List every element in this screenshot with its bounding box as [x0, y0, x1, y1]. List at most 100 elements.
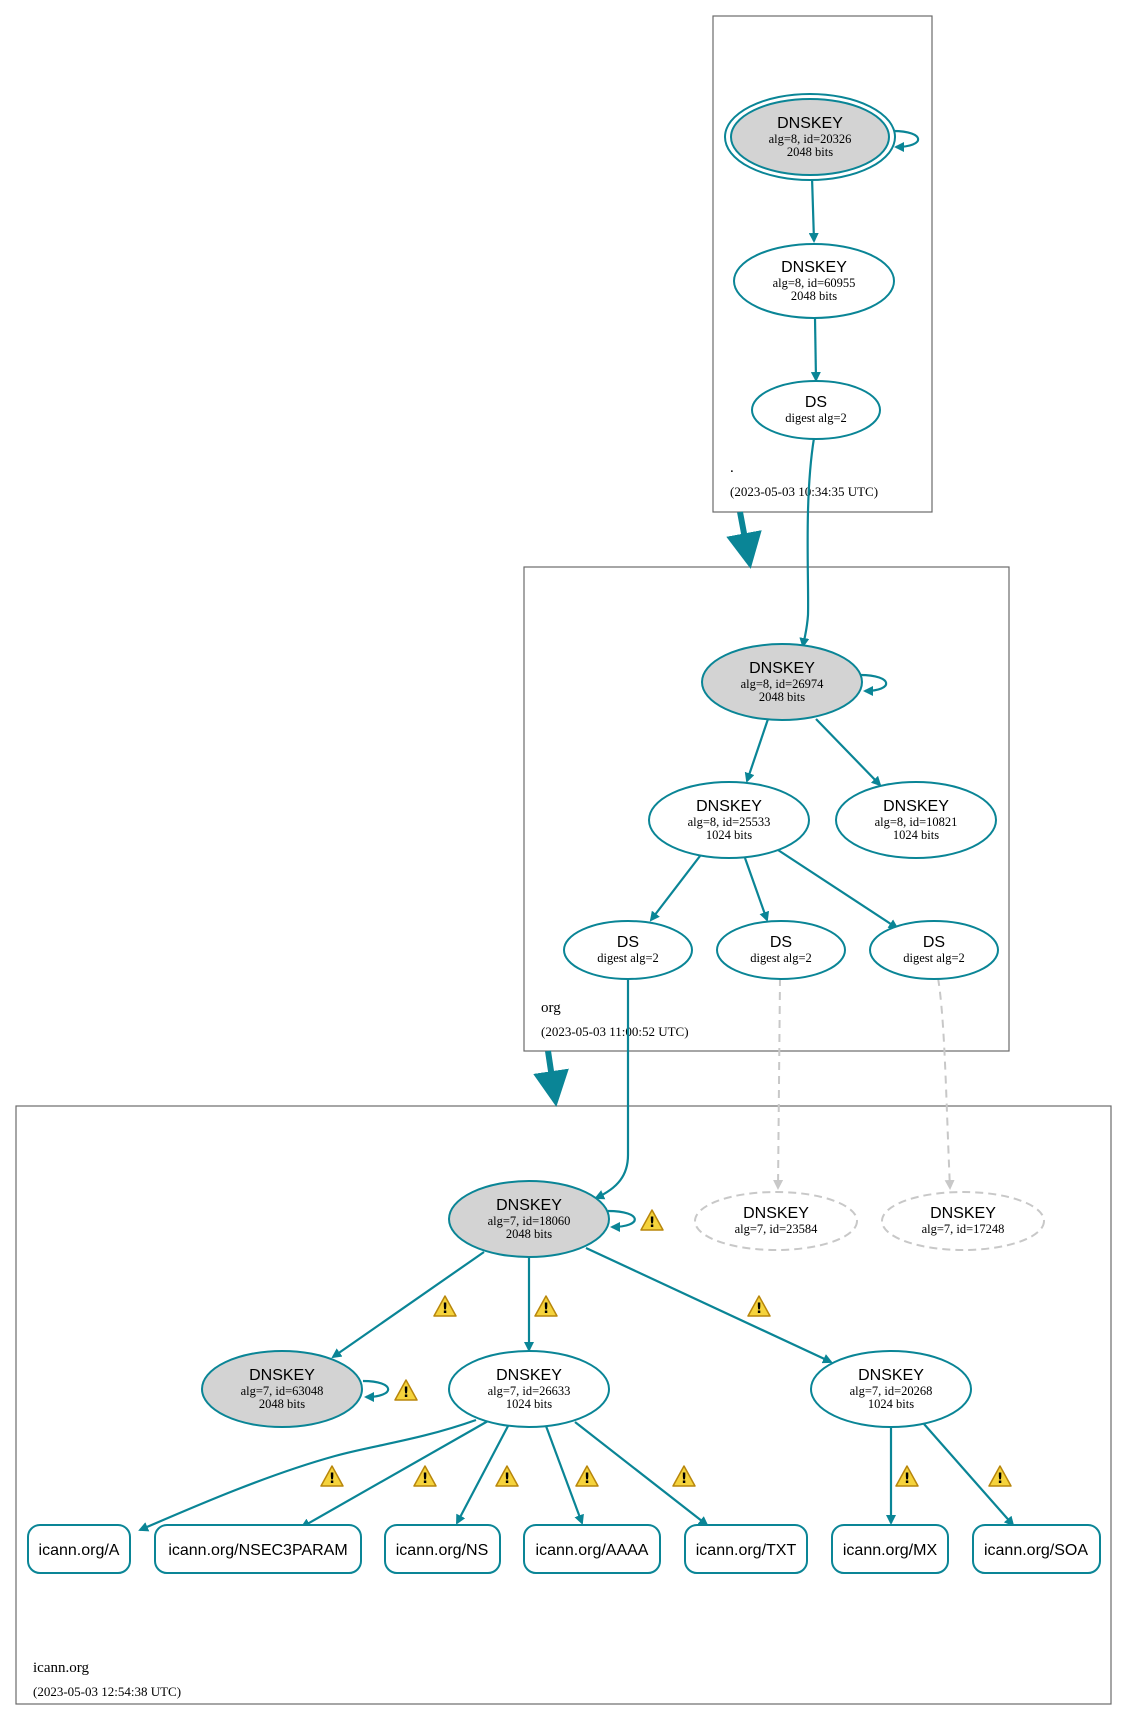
warning-icon[interactable]: !	[433, 1295, 457, 1317]
edge-org-zsk1-ds1	[649, 855, 701, 922]
warning-icon[interactable]: !	[575, 1465, 599, 1487]
warning-icon[interactable]: !	[640, 1209, 664, 1231]
warning-icon[interactable]: !	[394, 1379, 418, 1401]
warning-icon[interactable]: !	[895, 1465, 919, 1487]
zone-org-name: org	[541, 1000, 561, 1016]
node-detail: 2048 bits	[259, 1397, 305, 1411]
edge-root-ds-org-ksk	[799, 437, 816, 648]
node-detail: alg=7, id=18060	[488, 1214, 571, 1228]
node-org-ds2[interactable]: DS digest alg=2	[716, 920, 846, 980]
rrset-label: icann.org/NSEC3PARAM	[168, 1542, 347, 1559]
zone-root-name: .	[730, 460, 734, 476]
node-detail: alg=7, id=26633	[488, 1384, 571, 1398]
node-org-zsk2[interactable]: DNSKEY alg=8, id=10821 1024 bits	[835, 781, 997, 859]
node-title: DS	[805, 394, 827, 411]
delegation-arrow-root-org	[726, 511, 762, 569]
node-org-ksk[interactable]: DNSKEY alg=8, id=26974 2048 bits	[701, 643, 863, 721]
node-detail: 1024 bits	[893, 828, 939, 842]
warning-icon[interactable]: !	[413, 1465, 437, 1487]
warning-icon-mark: !	[403, 1385, 409, 1401]
edge-org-ksk-zsk2	[815, 718, 882, 787]
edge-org-ds3-missing2	[937, 977, 955, 1190]
edge-org-zsk1-ds3	[777, 849, 899, 930]
edge-icann-ksk-ksk2	[331, 1251, 485, 1359]
node-detail: alg=8, id=20326	[769, 132, 852, 146]
warning-icon-mark: !	[756, 1301, 762, 1317]
node-detail: digest alg=2	[903, 951, 965, 965]
edge-org-ds1-icann-ksk	[594, 978, 630, 1200]
edge-org-ds2-missing1	[773, 977, 784, 1190]
node-org-ds1[interactable]: DS digest alg=2	[563, 920, 693, 980]
rrset-soa[interactable]: icann.org/SOA	[972, 1524, 1101, 1574]
node-detail: 1024 bits	[706, 828, 752, 842]
node-detail: digest alg=2	[785, 411, 847, 425]
warning-icon[interactable]: !	[320, 1465, 344, 1487]
node-root-zsk[interactable]: DNSKEY alg=8, id=60955 2048 bits	[733, 243, 895, 319]
node-title: DS	[923, 934, 945, 951]
node-icann-ksk2[interactable]: DNSKEY alg=7, id=63048 2048 bits	[201, 1350, 363, 1428]
warning-icon-mark: !	[649, 1215, 655, 1231]
node-root-ksk[interactable]: DNSKEY alg=8, id=20326 2048 bits	[724, 93, 896, 181]
rrset-txt[interactable]: icann.org/TXT	[684, 1524, 808, 1574]
node-title: DNSKEY	[883, 798, 949, 815]
rrset-ns[interactable]: icann.org/NS	[384, 1524, 501, 1574]
node-title: DS	[617, 934, 639, 951]
edge-root-ksk-zsk	[808, 176, 819, 243]
edge-root-zsk-ds	[810, 317, 821, 382]
rrset-a[interactable]: icann.org/A	[27, 1524, 131, 1574]
zone-icann-timestamp: (2023-05-03 12:54:38 UTC)	[33, 1684, 181, 1699]
edge-zsk1-txt	[574, 1421, 709, 1527]
node-icann-missing-2[interactable]: DNSKEY alg=7, id=17248	[881, 1191, 1045, 1251]
warning-icon[interactable]: !	[747, 1295, 771, 1317]
zone-root-timestamp: (2023-05-03 10:34:35 UTC)	[730, 484, 878, 499]
edge-zsk1-ns	[456, 1425, 509, 1525]
edge-icann-ksk-self	[607, 1209, 636, 1232]
warning-icon-mark: !	[422, 1471, 428, 1487]
warning-icon-mark: !	[681, 1471, 687, 1487]
node-detail: digest alg=2	[597, 951, 659, 965]
zone-org-timestamp: (2023-05-03 11:00:52 UTC)	[541, 1024, 689, 1039]
warning-icon[interactable]: !	[534, 1295, 558, 1317]
node-detail: digest alg=2	[750, 951, 812, 965]
rrset-mx[interactable]: icann.org/MX	[831, 1524, 949, 1574]
warning-icon-mark: !	[329, 1471, 335, 1487]
node-icann-zsk2[interactable]: DNSKEY alg=7, id=20268 1024 bits	[810, 1350, 972, 1428]
node-icann-ksk[interactable]: DNSKEY alg=7, id=18060 2048 bits	[448, 1180, 610, 1258]
warning-icon-mark: !	[543, 1301, 549, 1317]
node-org-ds3[interactable]: DS digest alg=2	[869, 920, 999, 980]
node-root-ds[interactable]: DS digest alg=2	[751, 380, 881, 440]
warning-icon[interactable]: !	[495, 1465, 519, 1487]
edge-zsk1-aaaa	[544, 1425, 584, 1525]
rrset-label: icann.org/SOA	[984, 1542, 1088, 1559]
node-detail: 2048 bits	[791, 289, 837, 303]
rrset-label: icann.org/NS	[396, 1542, 489, 1559]
node-title: DNSKEY	[496, 1367, 562, 1384]
edge-zsk1-a	[138, 1418, 477, 1532]
rrset-label: icann.org/AAAA	[536, 1542, 649, 1559]
node-detail: alg=7, id=63048	[241, 1384, 324, 1398]
edge-org-zsk1-ds2	[743, 857, 770, 922]
node-icann-missing-1[interactable]: DNSKEY alg=7, id=23584	[694, 1191, 858, 1251]
rrset-label: icann.org/A	[39, 1542, 120, 1559]
node-title: DS	[770, 934, 792, 951]
edge-zsk2-soa	[923, 1423, 1015, 1527]
warning-icon[interactable]: !	[672, 1465, 696, 1487]
node-detail: alg=8, id=10821	[875, 815, 958, 829]
node-org-zsk1[interactable]: DNSKEY alg=8, id=25533 1024 bits	[648, 781, 810, 859]
rrset-label: icann.org/MX	[843, 1542, 938, 1559]
node-icann-zsk1[interactable]: DNSKEY alg=7, id=26633 1024 bits	[448, 1350, 610, 1428]
rrset-nsec3param[interactable]: icann.org/NSEC3PARAM	[154, 1524, 362, 1574]
edge-icann-ksk2-self	[362, 1379, 390, 1402]
rrset-label: icann.org/TXT	[696, 1542, 797, 1559]
rrset-aaaa[interactable]: icann.org/AAAA	[523, 1524, 661, 1574]
delegation-arrow-org-icann	[533, 1050, 569, 1107]
node-title: DNSKEY	[930, 1205, 996, 1222]
node-title: DNSKEY	[696, 798, 762, 815]
edge-org-ksk-zsk1	[744, 718, 770, 783]
node-detail: alg=7, id=17248	[922, 1222, 1005, 1236]
warning-icon[interactable]: !	[988, 1465, 1012, 1487]
node-detail: alg=7, id=20268	[850, 1384, 933, 1398]
warning-icon-mark: !	[504, 1471, 510, 1487]
node-detail: 1024 bits	[868, 1397, 914, 1411]
